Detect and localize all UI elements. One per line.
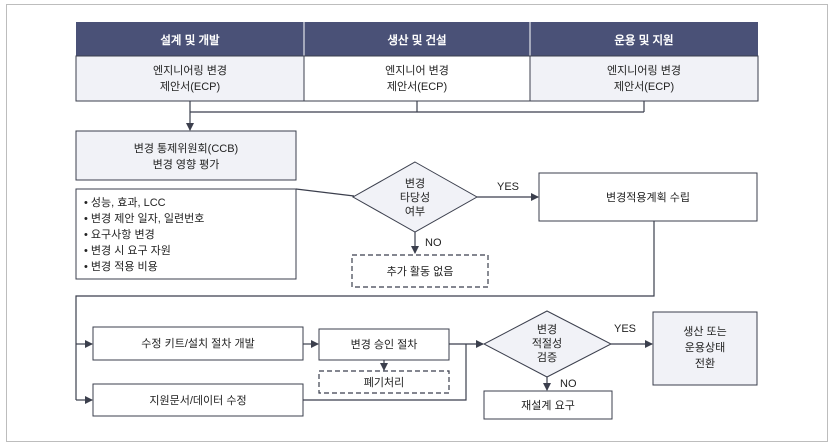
ecp-box-production-line2: 제안서(ECP) <box>387 80 447 93</box>
ccb-line1: 변경 통제위원회(CCB) <box>134 142 238 155</box>
connector-docs-to-approval <box>303 344 467 401</box>
kit-development-box: 수정 키트/설치 절차 개발 <box>92 326 304 361</box>
plan-label: 변경적용계획 수립 <box>606 191 690 204</box>
decision2-no-label: NO <box>560 378 577 390</box>
phase-header-design: 설계 및 개발 <box>76 22 304 56</box>
plan-box: 변경적용계획 수립 <box>538 172 758 222</box>
transition-box: 생산 또는 운용상태 전환 <box>652 311 758 386</box>
docs-label: 지원문서/데이터 수정 <box>149 394 246 407</box>
transition-line1: 생산 또는 <box>683 325 727 338</box>
factor-item: • 변경 시 요구 자원 <box>84 244 171 257</box>
ecp-box-production-line1: 엔지니어 변경 <box>385 64 449 77</box>
ecp-box-design-line2: 제안서(ECP) <box>160 80 220 93</box>
ecp-box-design: 엔지니어링 변경 제안서(ECP) <box>75 55 305 102</box>
connector-plan-loop <box>75 221 655 400</box>
decision1-yes-label: YES <box>497 181 519 193</box>
phase-header-operation: 운용 및 지원 <box>530 22 758 56</box>
phase-header-production: 생산 및 건설 <box>304 22 530 56</box>
decision-adequacy: 변경 적절성 검증 <box>482 310 613 378</box>
phase-header-operation-label: 운용 및 지원 <box>614 33 673 47</box>
disposal-box: 폐기처리 <box>318 370 450 394</box>
factor-item: • 성능, 효과, LCC <box>84 196 166 209</box>
redesign-label: 재설계 요구 <box>521 399 575 412</box>
decision2-line2: 적절성 <box>532 337 562 350</box>
ccb-line2: 변경 영향 평가 <box>153 158 220 171</box>
ecp-box-operation-line1: 엔지니어링 변경 <box>607 64 681 77</box>
ecp-box-production: 엔지니어 변경 제안서(ECP) <box>303 55 531 102</box>
decision2-yes-label: YES <box>614 323 636 335</box>
decision1-line2: 타당성 <box>400 191 430 204</box>
transition-line2: 운용상태 <box>685 341 725 354</box>
disposal-label: 폐기처리 <box>364 376 404 389</box>
ecp-box-operation: 엔지니어링 변경 제안서(ECP) <box>529 55 759 102</box>
decision1-line3: 여부 <box>405 205 425 218</box>
no-action-label: 추가 활동 없음 <box>387 264 454 278</box>
decision1-no-label: NO <box>425 237 442 249</box>
evaluation-factors-box: • 성능, 효과, LCC • 변경 제안 일자, 일련번호 • 요구사항 변경… <box>75 188 297 280</box>
factor-item: • 요구사항 변경 <box>84 228 155 241</box>
decision1-line1: 변경 <box>405 177 425 190</box>
ccb-box: 변경 통제위원회(CCB) 변경 영향 평가 <box>75 130 297 181</box>
connector-ccb-to-decision1 <box>295 188 355 197</box>
decision2-line1: 변경 <box>537 323 557 336</box>
kit-label: 수정 키트/설치 절차 개발 <box>141 337 254 350</box>
redesign-box: 재설계 요구 <box>483 390 613 420</box>
factor-item: • 변경 적용 비용 <box>84 260 158 273</box>
approval-box: 변경 승인 절차 <box>318 328 450 361</box>
docs-update-box: 지원문서/데이터 수정 <box>92 383 304 417</box>
phase-header-design-label: 설계 및 개발 <box>160 33 220 47</box>
factor-item: • 변경 제안 일자, 일련번호 <box>84 211 204 225</box>
decision2-line3: 검증 <box>537 351 557 364</box>
transition-line3: 전환 <box>695 357 715 370</box>
no-action-box: 추가 활동 없음 <box>351 254 489 288</box>
ecp-box-design-line1: 엔지니어링 변경 <box>153 64 227 77</box>
approval-label: 변경 승인 절차 <box>351 338 418 351</box>
ecp-box-operation-line2: 제안서(ECP) <box>614 80 674 93</box>
decision-feasibility: 변경 타당성 여부 <box>351 161 479 233</box>
phase-header-production-label: 생산 및 건설 <box>387 33 446 47</box>
